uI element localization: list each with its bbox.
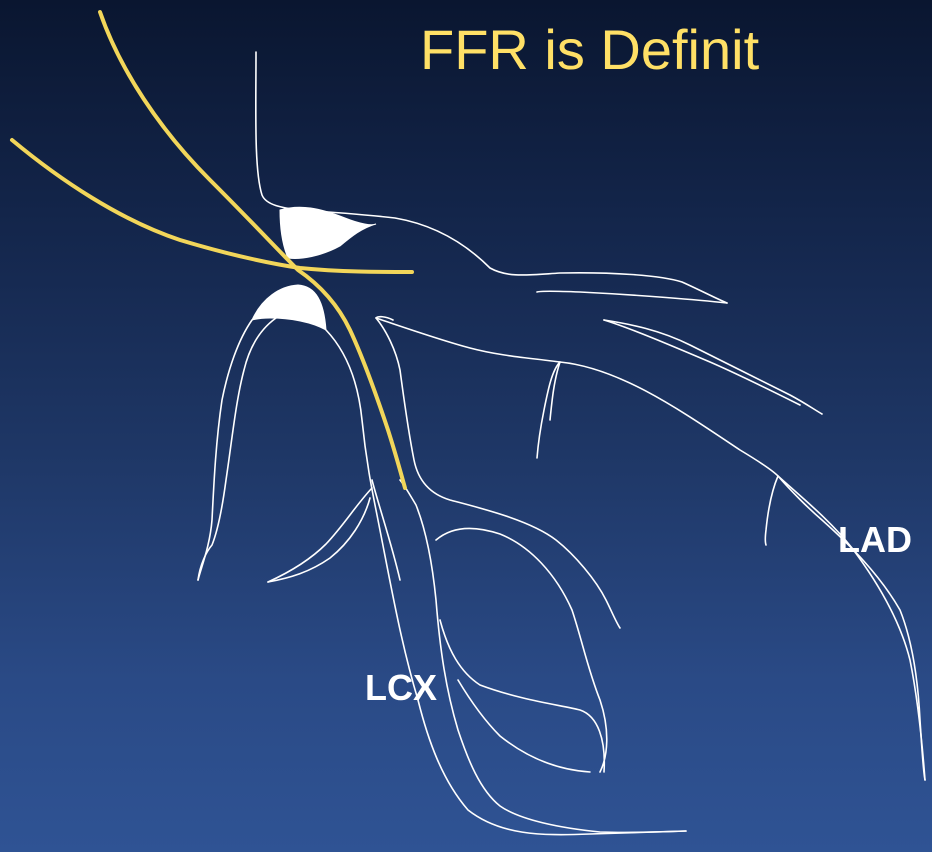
stenosis-plaque-lower — [252, 285, 326, 330]
guidewire-upper — [100, 12, 405, 488]
guidewire-lower — [12, 140, 412, 272]
label-lcx: LCX — [365, 670, 437, 706]
label-lad: LAD — [838, 522, 912, 558]
guidewires — [12, 12, 412, 488]
left-main-outline — [256, 52, 727, 303]
